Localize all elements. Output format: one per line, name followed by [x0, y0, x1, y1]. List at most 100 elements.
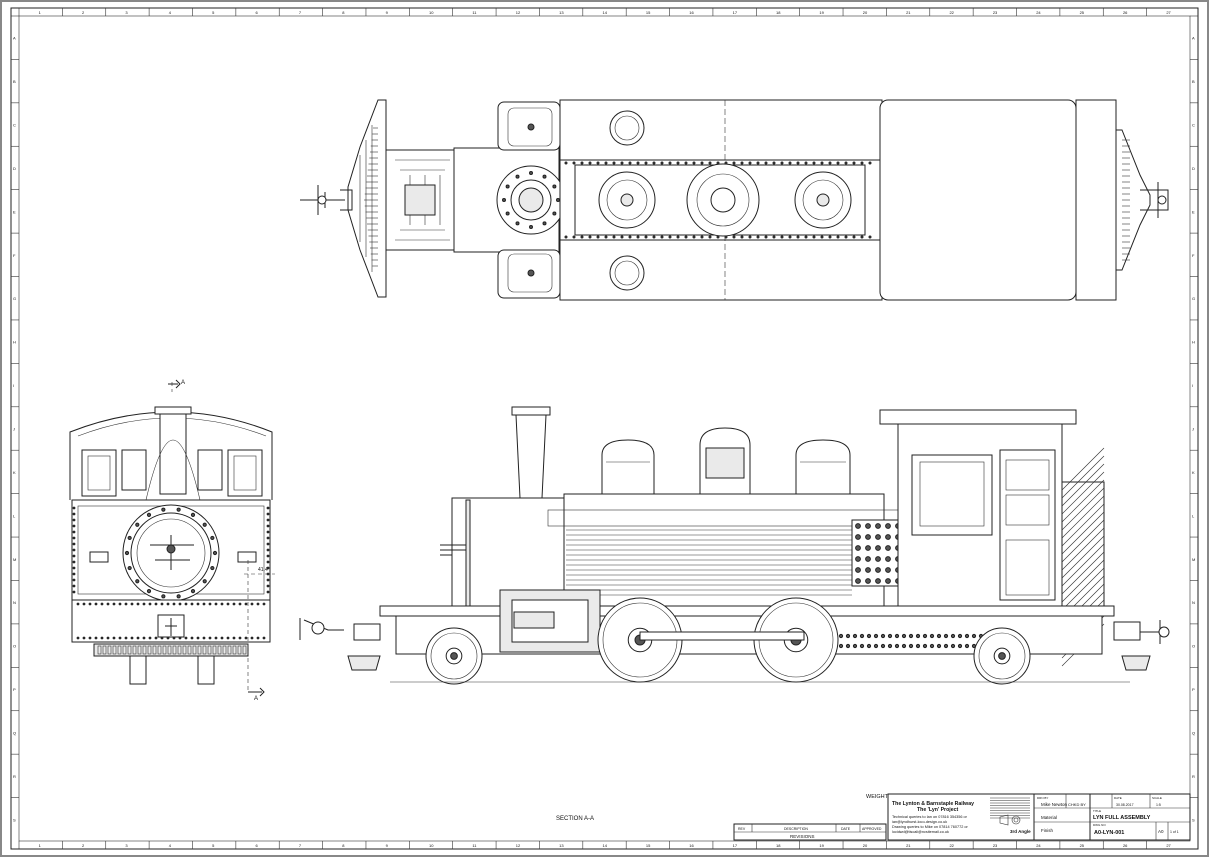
- rev-header-rev: REV: [738, 827, 746, 831]
- border-number: 18: [776, 843, 781, 848]
- border-number: 22: [949, 843, 954, 848]
- border-number: 24: [1036, 843, 1041, 848]
- border-letter: Q: [1192, 730, 1195, 735]
- border-number: 23: [993, 843, 998, 848]
- border-number: 21: [906, 10, 911, 15]
- title-block: The Lynton & Barnstaple Railway The 'Lyn…: [887, 793, 1191, 841]
- border-letter: G: [1192, 296, 1195, 301]
- border-number: 14: [603, 10, 608, 15]
- border-number: 12: [516, 843, 521, 848]
- revisions-label: REVISIONS: [790, 834, 815, 839]
- wheel: [425, 627, 483, 685]
- revisions-table: REV DESCRIPTION DATE APPROVED REVISIONS: [733, 823, 887, 841]
- title-note-1: Technical queries to Ian on 07816 354356…: [892, 815, 968, 819]
- border-letter: J: [13, 427, 15, 432]
- scale-label: SCALE: [1152, 796, 1162, 800]
- border-number: 12: [516, 10, 521, 15]
- border-number: 9: [386, 10, 389, 15]
- border-number: 10: [429, 10, 434, 15]
- date-value: 30.08.2017: [1116, 803, 1134, 807]
- title-label: TITLE: [1093, 809, 1101, 813]
- border-letter: L: [13, 513, 16, 518]
- drawing-title: LYN FULL ASSEMBLY: [1093, 815, 1151, 821]
- border-letter: H: [1192, 340, 1195, 345]
- border-number: 27: [1166, 843, 1171, 848]
- sheet-size: A0: [1158, 829, 1164, 834]
- top-plan-view: [300, 99, 1169, 301]
- border-letter: B: [13, 79, 16, 84]
- border-letter: L: [1192, 513, 1195, 518]
- border-letter: K: [13, 470, 16, 475]
- drawn-by-label: DRN BY: [1037, 796, 1048, 800]
- border-letter: P: [1192, 687, 1195, 692]
- title-note-2: ian@lyndhurst-loco-design.co.uk: [892, 820, 947, 824]
- border-number: 13: [559, 843, 564, 848]
- border-letter: B: [1192, 79, 1195, 84]
- border-number: 25: [1080, 843, 1085, 848]
- front-end-view: A 41.4 A: [69, 379, 275, 702]
- side-elevation-view: [299, 406, 1170, 685]
- border-letter: R: [1192, 774, 1195, 779]
- border-letter: J: [1192, 427, 1194, 432]
- title-note-3: Drawing queries to Mike on 07814 760772 …: [892, 825, 969, 829]
- border-letter: I: [13, 383, 14, 388]
- border-number: 1: [39, 10, 42, 15]
- border-number: 21: [906, 843, 911, 848]
- border-letter: D: [1192, 166, 1195, 171]
- dimension-value: 41.4: [258, 567, 268, 573]
- projection-label: 3rd Angle: [1010, 829, 1031, 834]
- border-number: 23: [993, 10, 998, 15]
- border-letter: D: [13, 166, 16, 171]
- border-number: 11: [472, 843, 477, 848]
- border-number: 3: [125, 10, 128, 15]
- border-number: 15: [646, 843, 651, 848]
- border-number: 20: [863, 843, 868, 848]
- border-letter: A: [1192, 36, 1195, 41]
- dwg-no-label: DWG NO: [1093, 823, 1106, 827]
- border-number: 4: [169, 843, 172, 848]
- finish-label: Finish: [1041, 828, 1054, 833]
- company-line2: The 'Lyn' Project: [917, 807, 958, 813]
- border-number: 6: [256, 10, 259, 15]
- scale-value: 1:5: [1156, 803, 1161, 807]
- border-number: 16: [689, 10, 694, 15]
- border-number: 27: [1166, 10, 1171, 15]
- border-number: 1: [39, 843, 42, 848]
- checked-by-label: CHKD BY: [1068, 802, 1086, 807]
- border-number: 7: [299, 10, 302, 15]
- border-letter: S: [1192, 817, 1195, 822]
- border-number: 8: [342, 10, 345, 15]
- section-marker-top: A: [181, 380, 185, 386]
- border-number: 11: [472, 10, 477, 15]
- border-letter: E: [13, 209, 16, 214]
- wheel: [973, 627, 1031, 685]
- drawing-number: A0-LYN-001: [1094, 830, 1124, 836]
- border-number: 18: [776, 10, 781, 15]
- border-letter: A: [13, 36, 16, 41]
- border-number: 10: [429, 843, 434, 848]
- border-number: 5: [212, 10, 215, 15]
- border-letter: E: [1192, 209, 1195, 214]
- border-letter: H: [13, 340, 16, 345]
- border-number: 6: [256, 843, 259, 848]
- border-letter: Q: [13, 730, 16, 735]
- border-letter: M: [13, 557, 16, 562]
- title-note-4: locidwd@tiscali@ncsitemail.co.uk: [892, 830, 949, 834]
- border-number: 4: [169, 10, 172, 15]
- border-letter: F: [1192, 253, 1195, 258]
- border-number: 13: [559, 10, 564, 15]
- border-number: 19: [819, 10, 824, 15]
- border-number: 26: [1123, 843, 1128, 848]
- border-number: 9: [386, 843, 389, 848]
- border-letter: O: [13, 644, 16, 649]
- border-letter: F: [13, 253, 16, 258]
- border-number: 17: [733, 843, 738, 848]
- border-number: 5: [212, 843, 215, 848]
- border-letter: K: [1192, 470, 1195, 475]
- border-number: 3: [125, 843, 128, 848]
- border-number: 17: [733, 10, 738, 15]
- border-number: 15: [646, 10, 651, 15]
- drawn-by: Mike Newton: [1041, 802, 1068, 807]
- border-number: 25: [1080, 10, 1085, 15]
